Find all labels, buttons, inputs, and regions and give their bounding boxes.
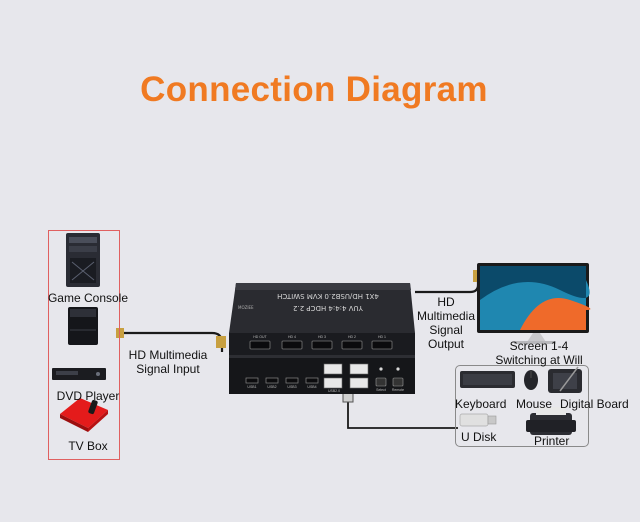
label-printer: Printer bbox=[534, 434, 570, 448]
keyboard-icon bbox=[460, 371, 515, 388]
monitor-label: Screen 1-4 Switching at Will bbox=[486, 339, 592, 367]
kvm-top-face bbox=[229, 283, 415, 333]
hdmi-port-row bbox=[249, 340, 393, 350]
kvm-brand: MOZIEE bbox=[238, 305, 254, 310]
input-label: HD Multimedia Signal Input bbox=[120, 348, 216, 376]
usb-port-row bbox=[245, 377, 319, 384]
monitor-icon bbox=[477, 263, 591, 344]
usb-port-1 bbox=[245, 377, 259, 384]
label-tv-box: TV Box bbox=[68, 439, 108, 453]
usb-cable bbox=[347, 400, 458, 429]
peripherals-box bbox=[455, 365, 589, 447]
output-label-line-3: Signal bbox=[429, 323, 463, 337]
usb-port-4 bbox=[305, 377, 319, 384]
hdmi-port-4 bbox=[281, 340, 303, 350]
power-led bbox=[379, 367, 383, 371]
printer-icon bbox=[526, 407, 576, 435]
input-end-plug bbox=[116, 328, 124, 338]
kvm-lower-face bbox=[229, 358, 415, 394]
u-disk-icon bbox=[459, 413, 497, 427]
game-console-icon bbox=[68, 307, 98, 345]
dvd-player-icon bbox=[52, 368, 106, 380]
output-label-line-2: Multimedia bbox=[416, 309, 476, 323]
hdmi-label-2: HD 2 bbox=[348, 335, 356, 339]
usb-port-2 bbox=[265, 377, 279, 384]
usb-label-1: USB1 bbox=[247, 385, 257, 389]
hdmi-port-1 bbox=[371, 340, 393, 350]
kvm-model-text: 4X1 HD/USB2.0 KVM SWITCH bbox=[277, 292, 379, 300]
output-label: HD Multimedia Signal Output bbox=[410, 295, 482, 351]
label-u-disk: U Disk bbox=[461, 430, 497, 444]
label-digital-board: Digital Board bbox=[560, 397, 629, 411]
hdmi-label-1: HD 1 bbox=[378, 335, 386, 339]
kvm-switch bbox=[229, 283, 415, 394]
monitor-label-line-1: Screen 1-4 bbox=[509, 339, 569, 353]
source-devices-box bbox=[48, 230, 120, 460]
page-title: Connection Diagram bbox=[140, 70, 488, 109]
hdmi-label-3: HD 3 bbox=[318, 335, 326, 339]
usb20-label: USB2.0 bbox=[327, 389, 341, 393]
usb-port-3 bbox=[285, 377, 299, 384]
hdmi-port-out bbox=[249, 340, 271, 350]
label-mouse: Mouse bbox=[516, 397, 553, 411]
remote-label: Remote bbox=[391, 388, 405, 392]
remote-port bbox=[392, 377, 404, 387]
output-cable bbox=[415, 270, 480, 294]
label-keyboard: Keyboard bbox=[455, 397, 507, 411]
input-label-line-2: Signal Input bbox=[136, 362, 200, 376]
input-label-line-1: HD Multimedia bbox=[128, 348, 208, 362]
usb-label-4: USB4 bbox=[307, 385, 317, 389]
hdmi-label-out: HD OUT bbox=[253, 335, 267, 339]
pc-tower-icon bbox=[66, 233, 100, 287]
digital-board-icon bbox=[548, 366, 582, 393]
input-plug bbox=[216, 336, 226, 348]
label-game-console: Game Console bbox=[47, 291, 129, 305]
hdmi-port-2 bbox=[341, 340, 363, 350]
hdmi-label-4: HD 4 bbox=[288, 335, 296, 339]
monitor-label-line-2: Switching at Will bbox=[495, 353, 583, 367]
select-button bbox=[375, 377, 387, 387]
usb-connectors bbox=[323, 363, 369, 389]
usb-label-3: USB3 bbox=[287, 385, 297, 389]
tv-box-icon bbox=[60, 398, 108, 432]
kvm-spec-text: YUV 4:4:4 HDCP 2.2 bbox=[293, 304, 363, 312]
label-dvd-player: DVD Player bbox=[56, 389, 120, 403]
output-label-line-4: Output bbox=[427, 337, 465, 351]
select-label: Select bbox=[376, 388, 386, 392]
usb-label-2: USB2 bbox=[267, 385, 277, 389]
output-label-line-1: HD bbox=[437, 295, 455, 309]
mouse-icon bbox=[524, 370, 538, 390]
hdmi-port-3 bbox=[311, 340, 333, 350]
